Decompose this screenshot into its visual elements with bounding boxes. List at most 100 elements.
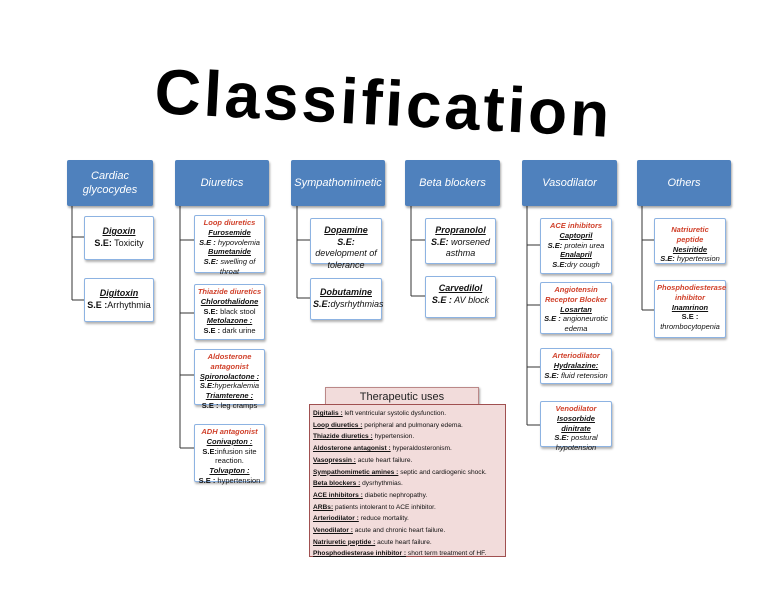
- drug-triamterene: Triamterene :: [205, 391, 254, 400]
- se-text: hypovolemia: [215, 237, 260, 247]
- se-tolvapton: S.E : hypertension: [197, 476, 262, 486]
- se-text: dysrhythmias: [330, 298, 384, 309]
- therapeutic-use-key: Digitalis :: [313, 410, 343, 417]
- drug-digoxin: Digoxin: [102, 226, 136, 236]
- therapeutic-uses-list: Digitalis : left ventricular systolic dy…: [313, 408, 502, 560]
- se-text: swelling of throat: [218, 257, 256, 276]
- therapeutic-use-text: acute heart failure.: [375, 538, 432, 546]
- se-spironolactone: S.E:hyperkalemia: [197, 381, 262, 391]
- se-digitoxin: S.E :Arrhythmia: [87, 300, 151, 312]
- group-adh-antagonist: ADH antagonist: [201, 427, 258, 436]
- drug-spironolactone: Spironolactone :: [199, 371, 260, 381]
- group-aldosterone-antagonist: Aldosterone antagonist: [207, 352, 252, 371]
- therapeutic-use-item: Digitalis : left ventricular systolic dy…: [313, 408, 502, 420]
- se-text: Toxicity: [111, 237, 144, 248]
- drug-inamrinon: Inamrinon: [671, 302, 709, 312]
- drug-chlorothalidone: Chlorothalidone: [200, 296, 259, 306]
- se-label: S.E:: [203, 306, 219, 316]
- card-adh-antagonist: ADH antagonist Conivapton : S.E:infusion…: [194, 424, 265, 485]
- se-label: S.E:: [313, 298, 331, 309]
- se-text: postural hypotension: [555, 433, 598, 452]
- therapeutic-use-text: acute heart failure.: [355, 456, 413, 464]
- se-text: leg cramps: [218, 400, 258, 410]
- therapeutic-use-key: Natriuretic peptide :: [313, 538, 376, 546]
- drug-conivapton: Conivapton :: [206, 436, 253, 446]
- drug-propranolol: Propranolol: [435, 225, 486, 235]
- se-enalapril: S.E:dry cough: [543, 260, 609, 270]
- drug-dopamine: Dopamine: [324, 225, 368, 235]
- se-metolazone: S.E : dark urine: [197, 326, 262, 336]
- therapeutic-use-item: Vasopressin : acute heart failure.: [313, 455, 502, 467]
- therapeutic-use-key: Vasopressin :: [313, 456, 356, 464]
- se-text: hypertension: [674, 254, 720, 264]
- se-text: development of tolerance: [315, 248, 377, 271]
- therapeutic-use-item: Arteriodilator : reduce mortality.: [313, 513, 502, 525]
- se-label-inamrinon: S.E :: [681, 312, 699, 322]
- se-label: S.E :: [199, 237, 216, 247]
- card-phosphodiesterase-inhibitor: Phosphodiesterase inhibitor Inamrinon S.…: [654, 280, 726, 338]
- group-venodilator: Venodilator: [555, 404, 597, 413]
- therapeutic-use-key: Beta blockers :: [313, 480, 361, 488]
- therapeutic-use-key: Phosphodiesterase inhibitor :: [313, 550, 407, 558]
- card-angiotensin-receptor-blocker: Angiotensin Receptor Blocker Losartan S.…: [540, 282, 612, 334]
- therapeutic-use-item: Venodilator : acute and chronic heart fa…: [313, 525, 502, 537]
- therapeutic-use-key: Aldosterone antagonist :: [313, 445, 391, 453]
- therapeutic-use-item: Sympathomimetic amines : septic and card…: [313, 467, 502, 479]
- se-isosorbide-dinitrate: S.E: postural hypotension: [543, 433, 609, 453]
- se-label: S.E:: [202, 446, 217, 456]
- group-natriuretic-peptide: Natriuretic peptide: [671, 225, 709, 244]
- drug-metolazone: Metolazone :: [206, 316, 253, 326]
- therapeutic-use-item: Beta blockers : dysrhythmias.: [313, 478, 502, 490]
- se-captopril: S.E: protein urea: [543, 241, 609, 251]
- group-arteriodilator: Arteriodilator: [552, 351, 600, 360]
- drug-nesiritide: Nesiritide: [672, 244, 708, 254]
- se-text: angioneurotic edema: [560, 314, 608, 333]
- drug-dobutamine: Dobutamine: [319, 287, 372, 297]
- se-text: protein urea: [562, 240, 605, 250]
- card-venodilator: Venodilator Isosorbide dinitrate S.E: po…: [540, 401, 612, 452]
- title-wordart: Classification: [153, 55, 614, 150]
- drug-carvedilol: Carvedilol: [438, 283, 483, 293]
- se-dobutamine: S.E:dysrhythmias: [313, 298, 384, 311]
- card-digitoxin: Digitoxin S.E :Arrhythmia: [84, 278, 154, 322]
- therapeutic-use-item: Loop diuretics : peripheral and pulmonar…: [313, 420, 502, 432]
- therapeutic-use-text: reduce mortality.: [358, 515, 409, 523]
- category-others: Others: [637, 160, 731, 206]
- category-cardiac-glycocydes: Cardiac glycocydes: [67, 160, 153, 206]
- se-text: infusion site reaction.: [215, 446, 257, 466]
- drug-losartan: Losartan: [560, 304, 592, 314]
- se-text: AV block: [451, 294, 490, 305]
- drug-enalapril: Enalapril: [560, 250, 592, 260]
- therapeutic-use-item: Phosphodiesterase inhibitor : short term…: [313, 548, 502, 560]
- therapeutic-use-text: peripheral and pulmonary edema.: [362, 421, 463, 429]
- se-text: hyperkalemia: [214, 381, 260, 391]
- se-digoxin: S.E: Toxicity: [87, 238, 151, 250]
- se-label: S.E :: [203, 326, 221, 335]
- therapeutic-use-item: Thiazide diuretics : hypertension.: [313, 431, 502, 443]
- drug-digitoxin: Digitoxin: [99, 288, 139, 298]
- se-label: S.E:: [554, 433, 569, 443]
- card-digoxin: Digoxin S.E: Toxicity: [84, 216, 154, 260]
- therapeutic-use-key: ACE inhibitors :: [313, 491, 363, 499]
- therapeutic-use-key: Arteriodilator :: [313, 515, 359, 523]
- therapeutic-use-key: Sympathomimetic amines :: [313, 468, 399, 476]
- se-text: fluid retension: [558, 370, 608, 380]
- drug-bumetanide: Bumetanide: [208, 247, 251, 257]
- se-label: S.E :: [544, 314, 561, 324]
- se-label: S.E:: [94, 237, 112, 248]
- se-nesiritide: S.E: hypertension: [657, 254, 723, 264]
- therapeutic-use-text: dysrhythmias.: [360, 480, 403, 488]
- therapeutic-uses-title: Therapeutic uses: [325, 387, 479, 407]
- se-chlorothalidone: S.E: black stool: [197, 307, 262, 317]
- therapeutic-use-text: short term treatment of HF.: [406, 550, 487, 558]
- se-hydralazine: S.E: fluid retension: [543, 371, 609, 381]
- drug-tolvapton: Tolvapton :: [209, 466, 250, 475]
- group-loop-diuretics: Loop diuretics: [203, 218, 256, 227]
- se-triamterene: S.E : leg cramps: [197, 401, 262, 411]
- se-label: S.E :: [198, 475, 216, 485]
- therapeutic-use-text: hyperaldosteronism.: [390, 445, 452, 453]
- group-angiotensin-receptor-blocker: Angiotensin Receptor Blocker: [544, 285, 608, 304]
- se-label: S.E:: [199, 381, 215, 391]
- se-label: S.E:: [552, 260, 567, 269]
- therapeutic-use-item: Aldosterone antagonist : hyperaldosteron…: [313, 443, 502, 455]
